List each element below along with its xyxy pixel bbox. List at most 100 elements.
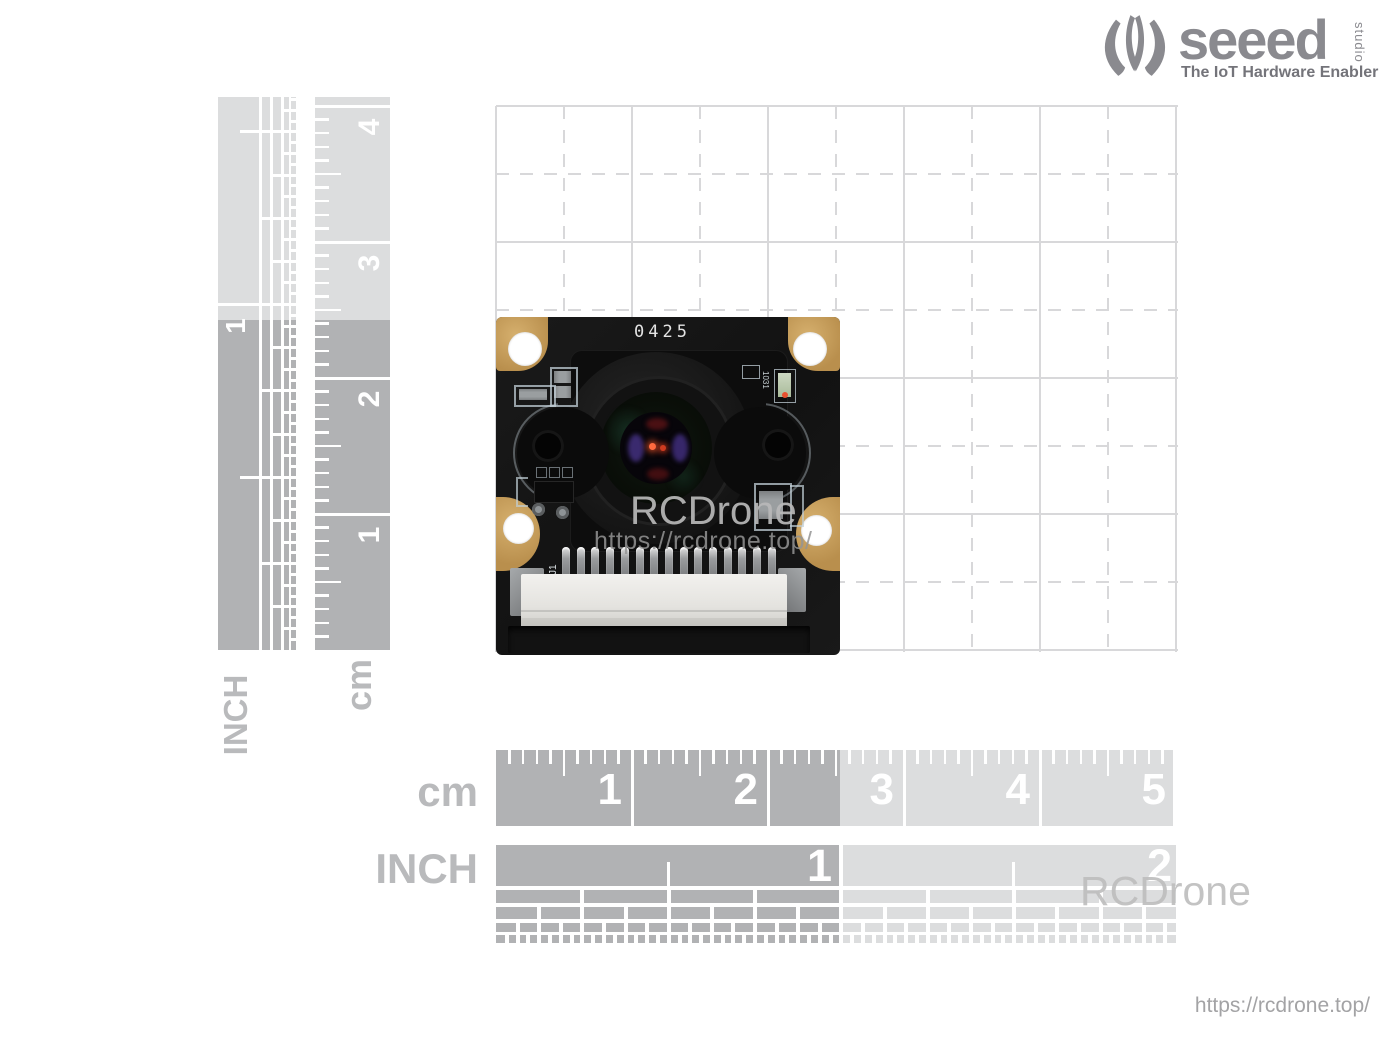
cm-mark	[630, 750, 634, 826]
mounting-hole	[503, 513, 534, 544]
fraction-gap	[968, 907, 973, 919]
fraction-tick	[291, 421, 296, 425]
fraction-gap	[558, 923, 563, 932]
mm-tick	[315, 403, 329, 407]
connector-pin	[591, 547, 600, 576]
connector-pin	[576, 547, 585, 576]
cm-number: 5	[1141, 765, 1166, 814]
grid-dashed-horizontal	[496, 173, 1178, 175]
fraction-tick	[291, 497, 296, 501]
fraction-gap	[1141, 935, 1146, 943]
fraction-tick	[291, 443, 296, 447]
fraction-gap	[1055, 935, 1060, 943]
mm-tick	[1065, 750, 1069, 764]
fraction-tick	[283, 259, 289, 263]
fraction-gap	[731, 935, 736, 943]
fraction-gap	[612, 935, 617, 943]
mm-tick	[315, 186, 329, 189]
mm-tick	[315, 553, 329, 557]
half-cm-tick	[970, 750, 974, 776]
half-cm-tick	[834, 750, 838, 776]
mm-tick	[315, 281, 329, 285]
fraction-tick	[283, 324, 289, 328]
fraction-tick	[291, 119, 296, 123]
test-pad	[556, 506, 569, 519]
fraction-tick	[262, 389, 270, 393]
seeed-flower-icon	[1097, 12, 1173, 84]
cm-mark	[315, 512, 390, 516]
fraction-tick	[291, 389, 296, 393]
fraction-tick	[291, 184, 296, 188]
cm-number: 2	[733, 765, 758, 814]
connector-pin	[562, 547, 570, 576]
mm-tick	[315, 594, 329, 597]
half-inch-tick	[667, 862, 670, 886]
fraction-gap	[1098, 907, 1103, 919]
cm-number: 1	[353, 526, 386, 544]
fraction-gap	[526, 935, 531, 943]
fraction-gap	[601, 923, 606, 932]
mm-tick	[712, 750, 715, 764]
cm-mark	[902, 750, 906, 826]
mm-tick	[1093, 750, 1096, 764]
mm-tick	[315, 471, 329, 475]
fraction-gap	[796, 907, 801, 919]
fraction-gap	[1012, 907, 1017, 919]
mm-tick	[315, 199, 329, 203]
ic-chip	[534, 481, 574, 503]
fraction-gap	[968, 923, 973, 932]
fraction-tick	[291, 518, 296, 522]
fraction-gap	[742, 935, 747, 943]
fraction-tick	[291, 162, 296, 166]
fraction-gap	[709, 935, 714, 943]
mm-tick	[780, 750, 783, 764]
mm-tick	[793, 750, 797, 764]
fraction-gap	[893, 935, 898, 943]
fraction-tick	[291, 551, 296, 555]
fraction-gap	[580, 923, 585, 932]
ffc-connector-body	[521, 574, 787, 628]
half-inch-tick	[240, 130, 296, 134]
resistor-pair-outline	[550, 367, 578, 407]
connector-pin	[664, 547, 673, 576]
fraction-tick	[291, 173, 296, 177]
silkscreen-code: 0425	[634, 322, 691, 342]
fraction-gap	[1022, 935, 1027, 943]
fraction-gap	[1152, 935, 1157, 943]
fraction-gap	[547, 935, 552, 943]
mm-tick	[315, 295, 329, 298]
fraction-tick	[291, 249, 296, 253]
fraction-gap	[1087, 935, 1092, 943]
fraction-gap	[968, 935, 973, 943]
aperture-flare	[672, 434, 688, 462]
silkscreen-bracket	[790, 485, 804, 527]
fraction-gap	[1055, 907, 1060, 919]
mm-tick	[807, 750, 811, 764]
fraction-tick	[291, 411, 296, 414]
fraction-gap	[1109, 935, 1114, 943]
half-cm-tick	[315, 444, 341, 448]
half-cm-tick	[315, 580, 341, 584]
cm-mark	[315, 104, 390, 108]
fraction-gap	[861, 923, 866, 932]
fraction-tick	[272, 605, 281, 609]
ffc-cable-slot	[508, 626, 810, 653]
half-inch-tick	[1012, 862, 1015, 886]
fraction-tick	[291, 594, 296, 598]
fraction-gap	[699, 935, 704, 943]
half-cm-tick	[562, 750, 566, 776]
mm-tick	[644, 750, 647, 764]
fraction-gap	[882, 907, 887, 919]
fraction-gap	[817, 935, 822, 943]
fraction-tick	[283, 432, 289, 436]
logo-tagline: The IoT Hardware Enabler	[1181, 64, 1379, 81]
fraction-gap	[796, 923, 801, 932]
mm-tick	[671, 750, 675, 764]
fraction-gap	[1012, 890, 1017, 903]
fraction-gap	[1098, 935, 1103, 943]
fraction-tick	[272, 389, 281, 393]
mm-tick	[1025, 750, 1028, 764]
fraction-tick	[291, 259, 296, 263]
